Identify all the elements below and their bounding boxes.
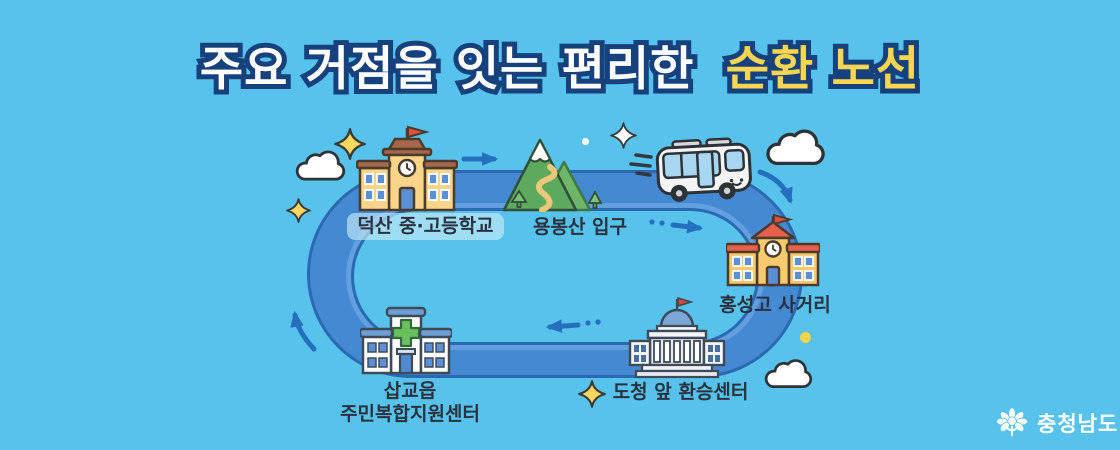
sparkle-icon — [578, 380, 606, 408]
community-center-icon — [360, 303, 452, 377]
cloud-icon — [760, 358, 816, 392]
school-icon — [726, 213, 820, 295]
dot-decoration — [582, 138, 589, 145]
stop-label-sapgyo-center: 삽교읍 주민복합지원센터 — [340, 380, 480, 425]
cloud-icon — [292, 149, 348, 185]
stop-label-hongseong-intersection: 홍성고 사거리 — [719, 294, 831, 316]
org-name-text: 충청남도 — [1037, 412, 1119, 436]
sparkle-icon — [286, 198, 311, 223]
stop-label-docheong-transfer: 도청 앞 환승센터 — [612, 381, 749, 403]
speed-lines-icon — [629, 153, 653, 177]
cloud-icon — [760, 128, 830, 170]
stop-label-deoksan-school: 덕산 중·고등학교 — [338, 213, 513, 240]
mountain-icon — [502, 136, 610, 212]
route-arrow-after-bus — [757, 169, 793, 205]
sparkle-icon — [334, 128, 366, 160]
sparkle-icon — [610, 122, 637, 149]
government-building-icon — [628, 296, 726, 380]
footer-brand: 충청남도 — [996, 406, 1118, 440]
title-highlight-text: 순환 노선 — [721, 37, 924, 102]
school-icon — [356, 124, 458, 216]
stop-label-text: 덕산 중·고등학교 — [347, 213, 504, 240]
dot-decoration — [800, 332, 811, 343]
shuttle-bus-icon — [652, 131, 756, 211]
stop-label-yongbongsan: 용봉산 입구 — [532, 216, 627, 238]
chungnam-flower-logo-icon — [996, 406, 1030, 440]
title-main-text: 주요 거점을 잇는 편리한 — [195, 37, 698, 102]
route-arrow-left-up — [290, 310, 317, 352]
page-title: 주요 거점을 잇는 편리한 순환 노선 — [0, 30, 1120, 102]
